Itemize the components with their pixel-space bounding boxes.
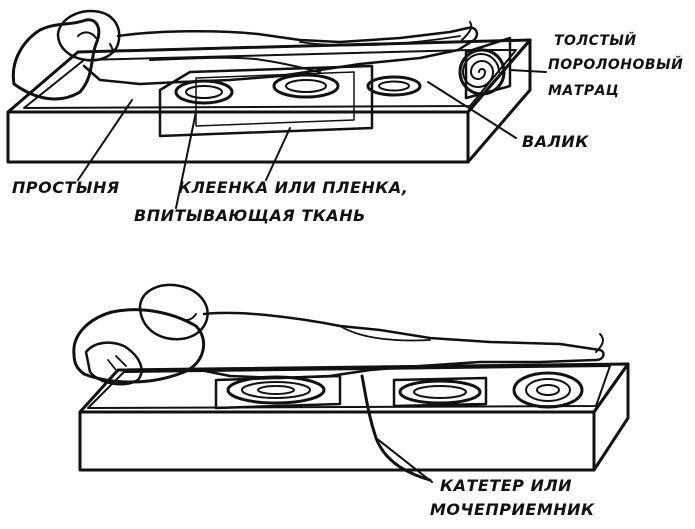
top-rolled-towels	[176, 75, 420, 103]
label-catheter-line2: МОЧЕПРИЕМНИК	[430, 502, 595, 518]
label-mattress-line3: МАТРАЦ	[548, 84, 619, 98]
catheter-tube	[362, 376, 430, 480]
label-sheet: ПРОСТЫНЯ	[12, 180, 120, 196]
label-roller: ВАЛИК	[522, 134, 589, 150]
bottom-leader-line	[376, 438, 432, 482]
label-absorbent: ВПИТЫВАЮЩАЯ ТКАНЬ	[134, 208, 366, 224]
label-mattress-line2: ПОРОЛОНОВЫЙ	[548, 58, 683, 72]
label-catheter-line1: КАТЕТЕР ИЛИ	[440, 478, 572, 494]
bottom-figure	[74, 285, 628, 482]
label-mattress-line1: ТОЛСТЫЙ	[554, 34, 637, 48]
label-oilcloth: КЛЕЕНКА ИЛИ ПЛЕНКА,	[178, 180, 408, 196]
top-mattress	[8, 40, 530, 162]
